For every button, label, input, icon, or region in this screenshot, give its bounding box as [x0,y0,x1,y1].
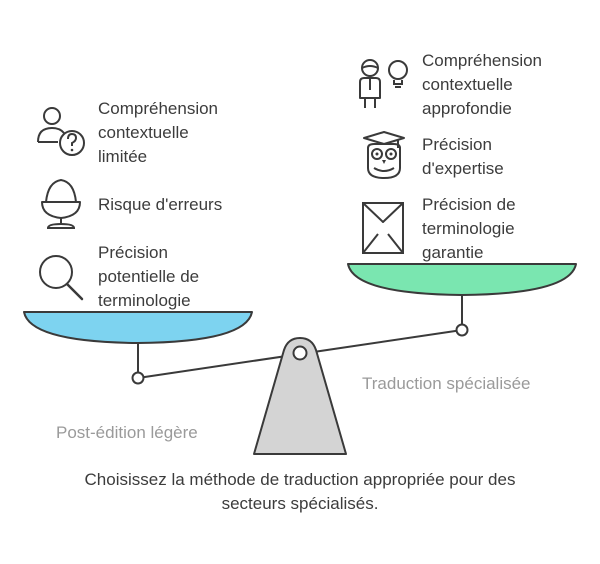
right-item-3-text: Précision de terminologie garantie [422,195,516,262]
right-joint [455,323,469,337]
diagram-caption: Choisissez la méthode de traduction appr… [84,470,516,513]
magnifier-icon [39,255,84,301]
left-item-1-text: Compréhension contextuelle limitée [98,99,219,166]
right-item-1-text: Compréhension contextuelle approfondie [422,51,543,118]
owl-graduate-icon [363,131,405,179]
left-pan [23,311,253,344]
left-joint [131,371,145,385]
envelope-icon [362,202,404,254]
left-side-label: Post-édition légère [56,423,198,442]
pivot-circle [292,345,308,361]
egg-cup-icon [41,179,81,229]
left-item-2-text: Risque d'erreurs [98,195,223,214]
person-question-icon [37,107,85,156]
fulcrum [253,337,347,455]
right-side-label: Traduction spécialisée [362,374,531,393]
person-idea-icon [359,59,408,108]
right-item-2-text: Précision d'expertise [422,135,504,178]
left-item-3-text: Précision potentielle de terminologie [98,243,200,310]
right-pan [347,263,577,296]
